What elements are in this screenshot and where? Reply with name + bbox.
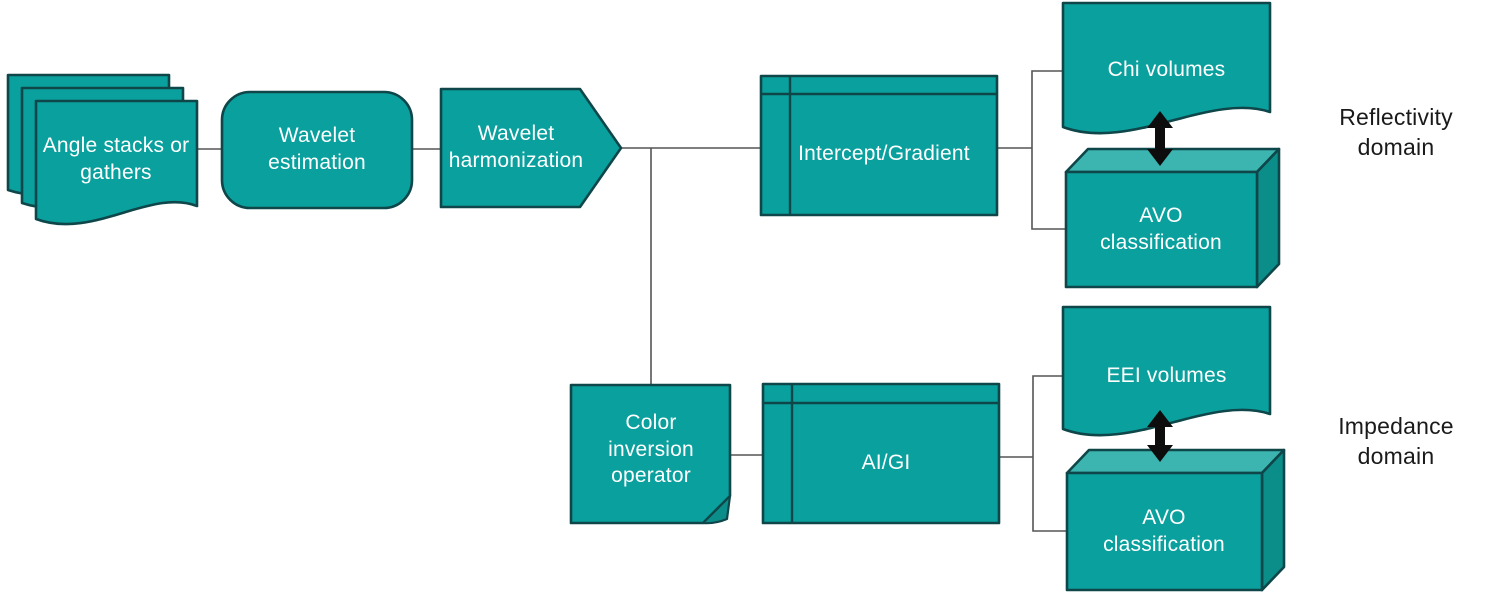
wavelet-estimation-label: Wavelet estimation [268,124,366,174]
avo-classification-reflectivity-shape [1064,147,1281,289]
angle-stacks-shape [6,73,199,226]
internal-storage-body [759,74,999,217]
eei-volumes-label: EEI volumes [1106,363,1227,387]
eei-volumes-shape [1061,305,1272,437]
wavelet-harmonization-label: Wavelet harmonization [448,122,584,172]
connectors [197,70,1067,532]
color-inversion-operator-label: Color inversion operator [608,410,694,488]
cube-side-face [1260,448,1286,592]
cube-front-face [1065,471,1264,592]
chi-volumes-label: Chi volumes [1107,57,1226,81]
ai-gi-shape [761,382,1001,525]
color-inversion-operator-shape [569,383,732,525]
intercept-gradient-label: Intercept/Gradient [798,142,970,166]
internal-storage-body [761,382,1001,525]
cube-top-face [1065,448,1286,475]
ai-gi-label: AI/GI [861,450,911,474]
angle-stacks-label: Angle stacks or gathers [42,134,190,184]
avo-classification-reflectivity-label: AVO classification [1100,203,1222,254]
cube-front-face [1064,170,1259,289]
document-front [34,99,199,226]
wavelet-harmonization-shape [439,87,623,209]
card-folded-corner [701,494,732,525]
connector-bracket-reflectivity [1031,70,1066,230]
reflectivity-domain-label: Reflectivity domain [1339,103,1453,160]
double-arrow-chi-avo-icon [1147,111,1173,166]
impedance-domain-label: Impedance domain [1338,412,1454,469]
cube-top-face [1064,147,1281,174]
avo-classification-impedance-shape [1065,448,1286,592]
wavelet-estimation-shape [220,90,414,210]
chi-volumes-shape [1061,1,1272,135]
connector-bracket-impedance [1032,375,1067,532]
cube-side-face [1255,147,1281,289]
intercept-gradient-shape [759,74,999,217]
avo-classification-impedance-label: AVO classification [1103,505,1225,556]
double-arrow-eei-avo-icon [1147,410,1173,462]
